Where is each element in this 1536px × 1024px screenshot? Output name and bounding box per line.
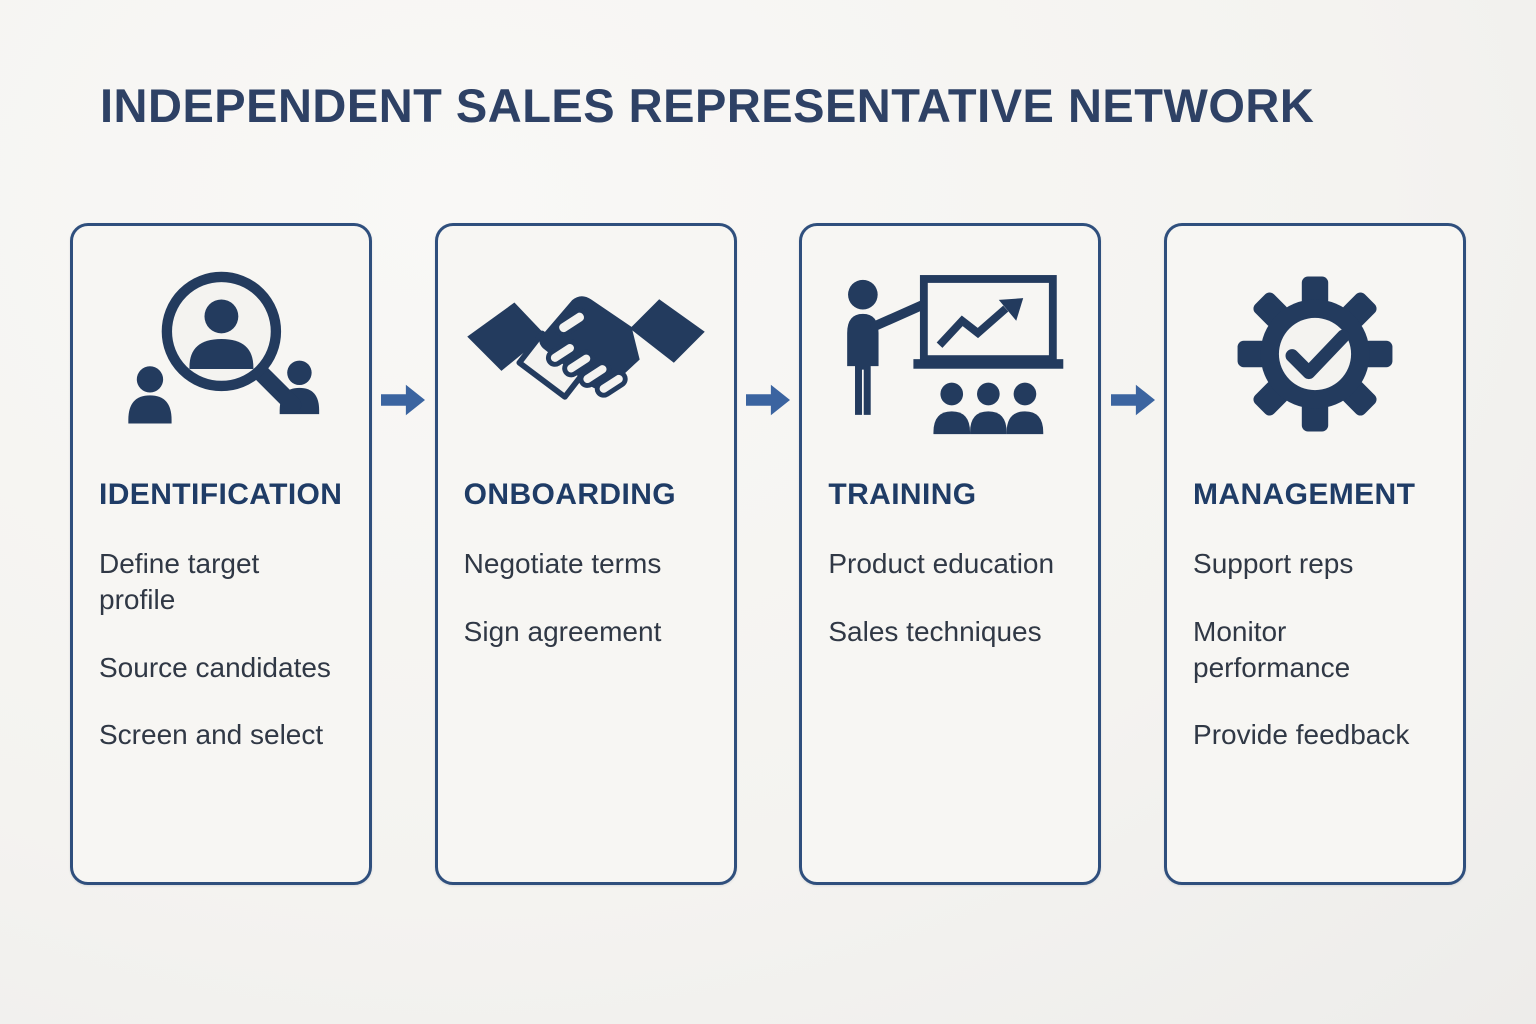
list-item: Provide feedback	[1193, 719, 1410, 751]
list-item: Monitor performance	[1193, 615, 1351, 683]
right-arrow-icon	[381, 384, 426, 416]
card-title: TRAINING	[828, 478, 977, 511]
list-item: Source candidates	[99, 651, 331, 683]
card-title: IDENTIFICATION	[99, 478, 343, 511]
list-item: Screen and select	[99, 719, 324, 751]
handshake-icon	[464, 256, 708, 452]
card-item-list: Support reps Monitor performance Provide…	[1193, 546, 1437, 753]
list-item: Support reps	[1193, 548, 1354, 579]
flow-arrow	[372, 383, 435, 417]
list-item: Define target profile	[99, 548, 260, 615]
page-title: INDEPENDENT SALES REPRESENTATIVE NETWORK	[100, 79, 1315, 132]
magnifier-person-icon	[99, 256, 343, 452]
card-title: ONBOARDING	[463, 478, 677, 511]
card-item-list: Product education Sales techniques	[828, 546, 1072, 650]
card-title: MANAGEMENT	[1193, 478, 1416, 511]
presentation-chart-icon	[828, 256, 1072, 452]
right-arrow-icon	[746, 384, 790, 416]
right-arrow-icon	[1110, 384, 1155, 416]
process-flow: IDENTIFICATION Define target profile Sou…	[0, 223, 1536, 885]
card-management: MANAGEMENT Support reps Monitor performa…	[1164, 223, 1467, 885]
flow-arrow	[1101, 383, 1164, 417]
flow-arrow	[737, 383, 800, 417]
card-identification: IDENTIFICATION Define target profile Sou…	[70, 223, 372, 885]
card-item-list: Negotiate terms Sign agreement	[464, 546, 708, 650]
list-item: Negotiate terms	[463, 548, 662, 579]
list-item: Product education	[828, 548, 1055, 579]
card-onboarding: ONBOARDING Negotiate terms Sign agreemen…	[434, 223, 737, 885]
list-item: Sales techniques	[828, 615, 1042, 647]
card-item-list: Define target profile Source candidates …	[99, 546, 343, 753]
card-training: TRAINING Product education Sales techniq…	[799, 223, 1102, 885]
list-item: Sign agreement	[463, 615, 662, 647]
gear-check-icon	[1193, 256, 1437, 452]
